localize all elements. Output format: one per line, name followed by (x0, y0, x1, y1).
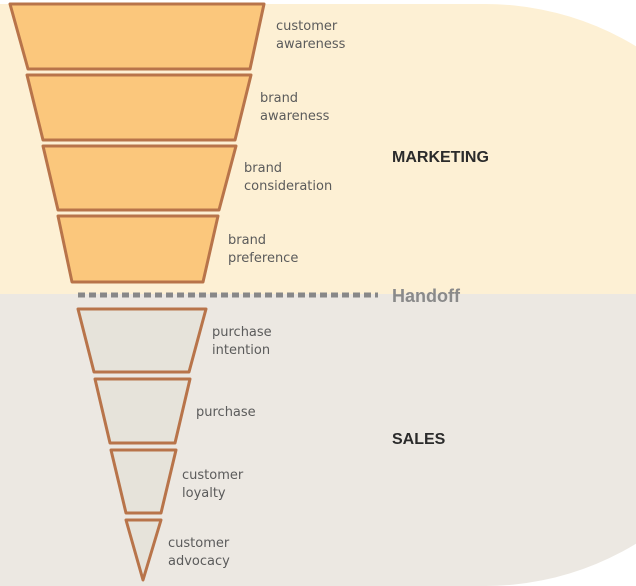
handoff-label: Handoff (392, 286, 461, 306)
stage-label-line: loyalty (182, 486, 226, 501)
stage-label-line: brand (260, 91, 298, 106)
stage-label-line: preference (228, 251, 298, 266)
funnel-segment-7 (109, 448, 178, 515)
stage-label-line: brand (244, 161, 282, 176)
stage-label-line: awareness (276, 37, 346, 52)
stage-label-line: awareness (260, 109, 330, 124)
funnel-segment-3 (41, 144, 238, 212)
stage-label-line: purchase (196, 405, 256, 420)
funnel-segment-2 (25, 73, 253, 142)
stage-label-line: consideration (244, 179, 332, 194)
stage-label-line: customer (168, 536, 230, 551)
stage-label-7: customer loyalty (182, 468, 244, 501)
funnel-segment-5 (76, 307, 208, 374)
stage-labels: customer awareness brand awareness brand cons… (168, 19, 346, 569)
funnel-segments (8, 2, 266, 582)
stage-label-8: customer advocacy (168, 536, 230, 569)
stage-label-line: advocacy (168, 554, 230, 569)
funnel-segment-4 (56, 214, 220, 284)
funnel-segment-1 (8, 2, 266, 71)
stage-label-3: brand consideration (244, 161, 332, 194)
stage-label-line: customer (182, 468, 244, 483)
sales-section-label: SALES (392, 431, 446, 448)
stage-label-line: brand (228, 233, 266, 248)
stage-label-1: customer awareness (276, 19, 346, 52)
funnel-segment-6 (93, 377, 192, 445)
stage-label-line: intention (212, 343, 270, 358)
stage-label-4: brand preference (228, 233, 298, 266)
stage-label-line: customer (276, 19, 338, 34)
funnel-segment-8 (124, 518, 163, 582)
stage-label-line: purchase (212, 325, 272, 340)
stage-label-2: brand awareness (260, 91, 330, 124)
marketing-section-label: MARKETING (392, 149, 489, 166)
stage-label-5: purchase intention (212, 325, 272, 358)
stage-label-6: purchase (196, 405, 256, 420)
